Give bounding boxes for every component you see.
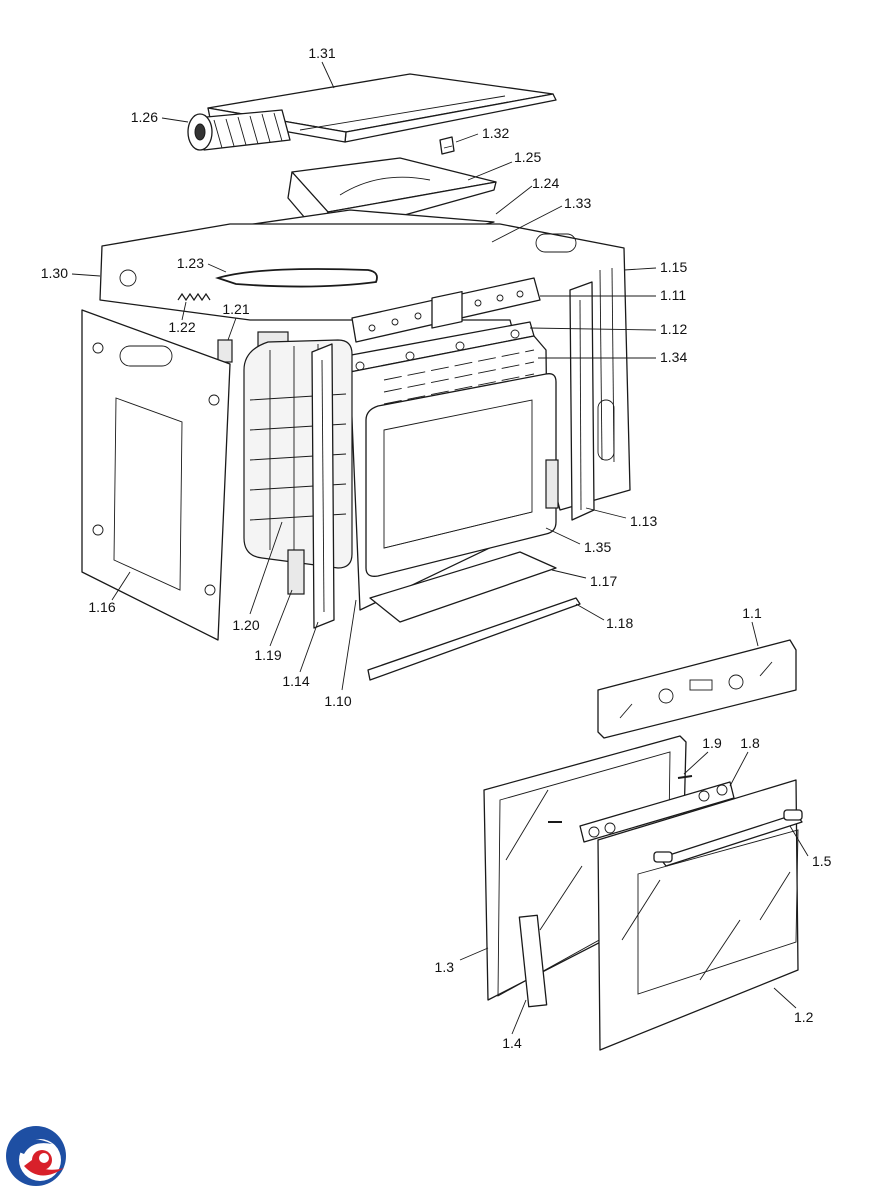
callout-1-24: 1.24: [532, 175, 559, 191]
brand-swirl-logo-icon: [6, 1126, 66, 1186]
callout-1-18: 1.18: [606, 615, 633, 631]
callout-1-5: 1.5: [812, 853, 832, 869]
door-control-glass-part: [597, 639, 797, 739]
seal-part: [215, 268, 378, 288]
callout-1-15: 1.15: [660, 259, 687, 275]
callout-1-33: 1.33: [564, 195, 591, 211]
door-handle-part: [653, 809, 803, 867]
leader-lines: [71, 61, 809, 1035]
callout-1-14: 1.14: [282, 673, 309, 689]
left-side-panel-part: [81, 309, 231, 641]
trim-strip-part: [579, 781, 735, 843]
callout-1-11: 1.11: [660, 287, 686, 303]
callout-1-3: 1.3: [435, 959, 455, 975]
callout-1-2: 1.2: [794, 1009, 814, 1025]
tangential-fan-part: [187, 109, 291, 151]
left-upright-part: [287, 343, 335, 629]
callout-1-26: 1.26: [131, 109, 158, 125]
callout-1-21: 1.21: [222, 301, 249, 317]
callout-1-35: 1.35: [584, 539, 611, 555]
callout-1-13: 1.13: [630, 513, 657, 529]
callout-1-19: 1.19: [254, 647, 281, 663]
callout-1-10: 1.10: [324, 693, 351, 709]
callout-1-25: 1.25: [514, 149, 541, 165]
callout-1-30: 1.30: [41, 265, 68, 281]
callout-1-34: 1.34: [660, 349, 687, 365]
bottom-rail-part: [367, 551, 581, 681]
screw-part: [548, 775, 693, 823]
callout-1-9: 1.9: [702, 735, 722, 751]
clip-part: [439, 136, 455, 155]
callout-1-4: 1.4: [502, 1035, 522, 1051]
callout-1-32: 1.32: [482, 125, 509, 141]
outer-door-glass-part: [597, 779, 799, 1051]
spring-part: [177, 292, 211, 302]
side-insulation-part: [243, 339, 353, 569]
oven-cavity-part: [349, 335, 557, 611]
callout-1-1: 1.1: [742, 605, 762, 621]
callout-1-16: 1.16: [88, 599, 115, 615]
control-panel-part: [351, 277, 541, 343]
callout-1-20: 1.20: [232, 617, 259, 633]
callout-1-12: 1.12: [660, 321, 687, 337]
callout-1-17: 1.17: [590, 573, 617, 589]
callout-1-31: 1.31: [308, 45, 335, 61]
callout-1-22: 1.22: [168, 319, 195, 335]
callout-1-23: 1.23: [177, 255, 204, 271]
right-upright-part: [545, 281, 595, 521]
callout-1-8: 1.8: [740, 735, 760, 751]
